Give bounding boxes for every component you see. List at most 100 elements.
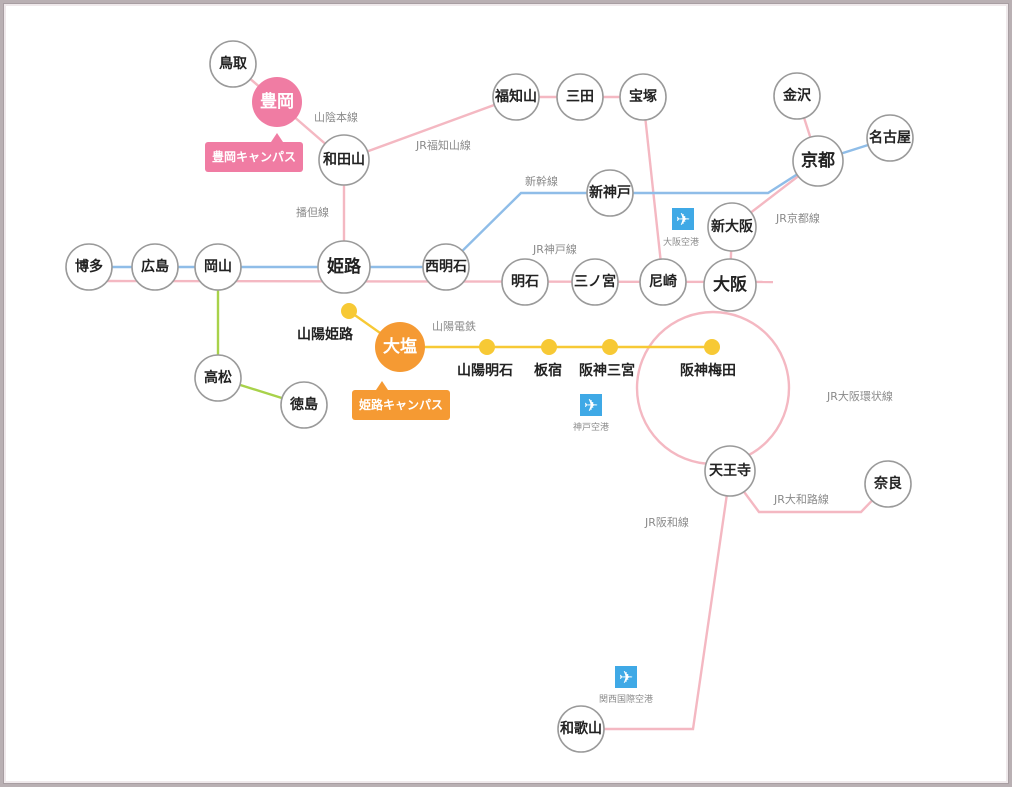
station-hakata[interactable]: 博多 <box>65 243 113 291</box>
label-hanshin-sannomiya: 阪神三宮 <box>579 362 635 379</box>
stations: 鳥取 和田山 福知山 三田 宝塚 金沢 京都 名古屋 新神戸 新大阪 博多 広島… <box>65 40 914 753</box>
shinkansen-line-east <box>610 136 891 195</box>
label-sanyo-dentetsu: 山陽電鉄 <box>432 319 476 333</box>
svg-text:尼崎: 尼崎 <box>649 273 677 290</box>
map-frame: 山陰本線 JR福知山線 播但線 新幹線 JR神戸線 JR京都線 山陽電鉄 JR大… <box>3 3 1009 784</box>
dot-hanshin-umeda[interactable] <box>704 339 720 355</box>
toyooka-campus-label: 豊岡キャンパス <box>212 149 296 164</box>
dot-sanyo-akashi[interactable] <box>479 339 495 355</box>
station-wakayama[interactable]: 和歌山 <box>557 705 605 753</box>
line-labels: 山陰本線 JR福知山線 播但線 新幹線 JR神戸線 JR京都線 山陽電鉄 JR大… <box>296 110 893 529</box>
toyooka-station-label: 豊岡 <box>260 91 294 112</box>
station-nagoya[interactable]: 名古屋 <box>866 114 914 162</box>
svg-text:三田: 三田 <box>566 89 594 105</box>
station-osaka[interactable]: 大阪 <box>703 258 757 312</box>
svg-text:金沢: 金沢 <box>782 87 812 104</box>
station-himeji[interactable]: 姫路 <box>317 240 371 294</box>
label-bantan: 播但線 <box>296 205 329 219</box>
toyooka-campus-badge[interactable] <box>205 142 303 172</box>
svg-text:和歌山: 和歌山 <box>560 720 602 737</box>
svg-text:広島: 広島 <box>141 258 169 275</box>
svg-text:姫路: 姫路 <box>327 256 362 277</box>
station-takarazuka[interactable]: 宝塚 <box>619 73 667 121</box>
svg-text:和田山: 和田山 <box>323 152 365 168</box>
himeji-campus-badge[interactable] <box>352 390 450 420</box>
fukuchiyama-line-to-wadayama <box>343 95 517 162</box>
kansai-airport: ✈ 関西国際空港 <box>599 666 653 705</box>
dot-itayado[interactable] <box>541 339 557 355</box>
label-hanwa: JR阪和線 <box>644 515 689 529</box>
station-sanda[interactable]: 三田 <box>556 73 604 121</box>
svg-text:徳島: 徳島 <box>289 396 318 413</box>
label-kyoto: JR京都線 <box>775 211 820 225</box>
airport-icon <box>580 394 602 416</box>
label-osaka-loop: JR大阪環状線 <box>826 389 893 403</box>
svg-text:宝塚: 宝塚 <box>629 88 657 105</box>
hanwa-line <box>581 472 732 731</box>
svg-text:高松: 高松 <box>204 369 232 386</box>
svg-text:天王寺: 天王寺 <box>709 463 751 479</box>
dot-sanyo-himeji[interactable] <box>341 303 357 319</box>
station-nishiakashi[interactable]: 西明石 <box>422 243 470 291</box>
station-takamatsu[interactable]: 高松 <box>194 354 242 402</box>
airport-icon <box>672 208 694 230</box>
shinkansen-line-west <box>83 191 610 269</box>
svg-text:西明石: 西明石 <box>425 259 467 275</box>
svg-text:京都: 京都 <box>801 150 835 171</box>
station-hiroshima[interactable]: 広島 <box>131 243 179 291</box>
station-nara[interactable]: 奈良 <box>864 460 912 508</box>
ohshio-pointer <box>376 381 388 390</box>
kobe-airport: ✈ 神戸空港 <box>573 394 609 433</box>
himeji-campus[interactable]: 大塩 姫路キャンパス <box>352 322 450 420</box>
svg-text:明石: 明石 <box>511 274 539 290</box>
label-kobe: JR神戸線 <box>532 242 577 256</box>
label-sanin: 山陰本線 <box>314 110 358 124</box>
label-fukuchiyama: JR福知山線 <box>415 138 471 152</box>
toyooka-station[interactable] <box>252 77 302 127</box>
label-hanshin-umeda: 阪神梅田 <box>680 362 736 379</box>
station-wadayama[interactable]: 和田山 <box>318 134 370 186</box>
station-shinosaka[interactable]: 新大阪 <box>707 202 757 252</box>
himeji-campus-label: 姫路キャンパス <box>359 397 443 412</box>
station-tokushima[interactable]: 徳島 <box>280 381 328 429</box>
station-kyoto[interactable]: 京都 <box>792 135 844 187</box>
station-tottori[interactable]: 鳥取 <box>209 40 257 88</box>
station-sannomiya[interactable]: 三ノ宮 <box>571 258 619 306</box>
svg-text:三ノ宮: 三ノ宮 <box>574 273 616 290</box>
fukuchiyama-line-to-amagasaki <box>641 96 665 283</box>
plane-icon: ✈ <box>676 210 690 230</box>
airport-icon <box>615 666 637 688</box>
svg-text:博多: 博多 <box>75 258 103 275</box>
svg-text:新大阪: 新大阪 <box>711 218 754 235</box>
svg-text:福知山: 福知山 <box>494 88 537 105</box>
svg-text:名古屋: 名古屋 <box>869 129 911 146</box>
station-tennoji[interactable]: 天王寺 <box>704 445 756 497</box>
station-shinkobe[interactable]: 新神戸 <box>586 169 634 217</box>
plane-icon: ✈ <box>584 396 598 416</box>
station-amagasaki[interactable]: 尼崎 <box>639 258 687 306</box>
svg-text:岡山: 岡山 <box>204 259 232 275</box>
dot-hanshin-sannomiya[interactable] <box>602 339 618 355</box>
plane-icon: ✈ <box>619 668 633 688</box>
label-shinkansen: 新幹線 <box>525 174 558 188</box>
ohshio-station[interactable] <box>375 322 425 372</box>
ohshio-station-label: 大塩 <box>383 336 417 357</box>
station-kanazawa[interactable]: 金沢 <box>773 72 821 120</box>
station-fukuchiyama[interactable]: 福知山 <box>492 73 540 121</box>
kansai-airport-label: 関西国際空港 <box>599 693 653 705</box>
svg-text:奈良: 奈良 <box>873 475 902 492</box>
station-akashi[interactable]: 明石 <box>501 258 549 306</box>
toyooka-campus[interactable]: 豊岡 豊岡キャンパス <box>205 77 303 172</box>
svg-text:大阪: 大阪 <box>713 274 747 295</box>
osaka-airport: ✈ 大阪空港 <box>663 208 699 248</box>
osaka-loop-line <box>635 310 791 466</box>
airports: ✈ 大阪空港 ✈ 神戸空港 ✈ 関西国際空港 <box>573 208 699 705</box>
railway-map: 山陰本線 JR福知山線 播但線 新幹線 JR神戸線 JR京都線 山陽電鉄 JR大… <box>65 40 914 753</box>
label-sanyo-akashi: 山陽明石 <box>457 362 513 379</box>
svg-text:新神戸: 新神戸 <box>589 184 631 201</box>
label-itayado: 板宿 <box>534 362 562 379</box>
toyooka-pointer <box>271 133 283 142</box>
station-okayama[interactable]: 岡山 <box>194 243 242 291</box>
osaka-airport-label: 大阪空港 <box>663 236 699 248</box>
label-yamatoji: JR大和路線 <box>773 492 829 506</box>
